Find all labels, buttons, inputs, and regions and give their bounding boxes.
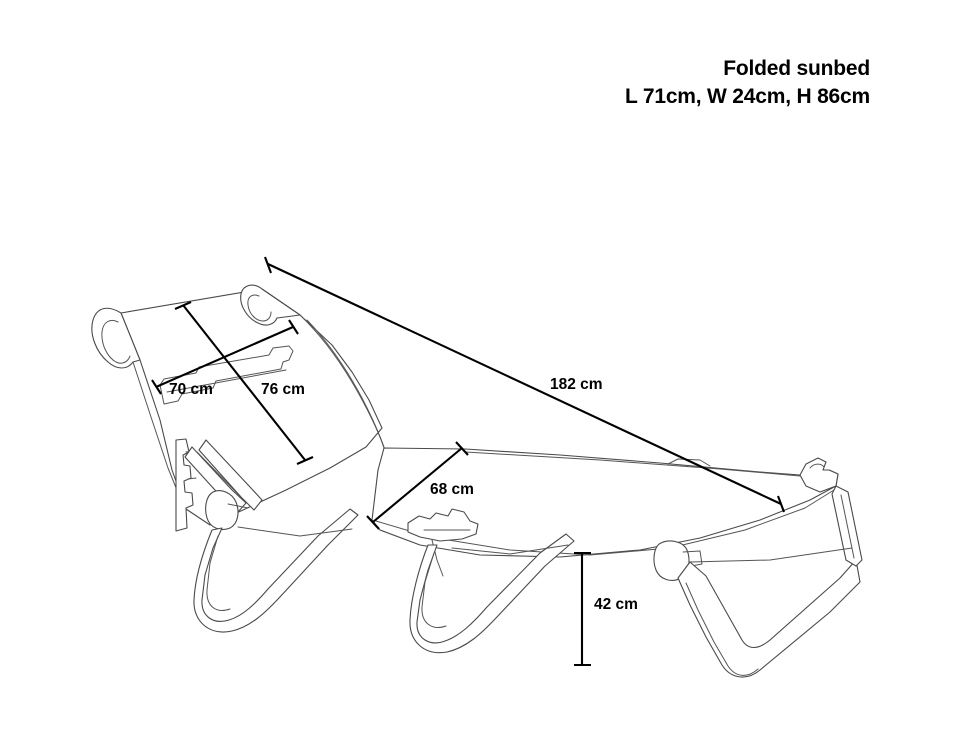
seat-rail-notch-mid (667, 458, 711, 467)
backrest-roll-right-inner (247, 294, 272, 322)
backrest-armrest-tube-inner (306, 319, 385, 448)
leg-right-inner-edge (685, 582, 759, 676)
seat-rear-rail (465, 451, 801, 477)
dimension-68cm-label: 68 cm (430, 481, 474, 498)
leg-left-inner-edge (206, 535, 231, 611)
dimension-backrest-length: 76 cm (174, 301, 314, 465)
dimension-182cm-line (267, 263, 782, 505)
dimension-182cm-tick-start (264, 256, 272, 274)
ratchet-notch-2 (187, 477, 197, 480)
backrest-pillow-seam (166, 369, 287, 393)
dimension-76cm-label: 76 cm (261, 381, 305, 398)
recliner-hinge-pin (227, 503, 249, 509)
leg-frame-middle (409, 533, 575, 654)
leg-left-tube (193, 508, 359, 633)
dimension-42cm-label: 42 cm (594, 596, 638, 613)
leg-left-cross-tie (237, 526, 353, 537)
dimension-68cm-tick-start (366, 515, 380, 530)
title-block: Folded sunbed L 71cm, W 24cm, H 86cm (625, 55, 870, 110)
title-line-product: Folded sunbed (723, 57, 870, 80)
knee-hinge-assembly (407, 508, 479, 577)
recliner-hinge-block (205, 490, 239, 531)
leg-frame-right (653, 485, 863, 678)
recliner-ratchet-bracket (175, 438, 263, 532)
leg-right-tube (677, 559, 861, 678)
leg-right-cross-tie (689, 547, 853, 563)
dimension-76cm-tick-start (174, 301, 192, 310)
dimension-68cm-tick-end (455, 441, 469, 456)
sunbed-illustration (91, 284, 863, 678)
leg-middle-cross-tie (451, 544, 569, 555)
ratchet-plate (175, 438, 194, 532)
dimension-seat-height: 42 cm (574, 551, 638, 667)
dimension-76cm-tick-end (296, 456, 314, 465)
footrest-corner-roll (799, 457, 839, 493)
dimension-182cm-tick-end (777, 495, 785, 513)
dimension-76cm-line (182, 304, 306, 461)
dimension-70cm-label: 70 cm (169, 381, 213, 398)
leg-frame-left (193, 508, 359, 633)
title-line-measurements: L 71cm, W 24cm, H 86cm (624, 84, 870, 108)
backrest-roll-left (91, 307, 141, 369)
dimension-68cm-line (372, 447, 463, 523)
recliner-strut-outer (198, 439, 263, 511)
dimension-70cm-tick-end (288, 319, 299, 335)
leg-right-post-edge (840, 494, 855, 559)
knee-hinge-bracket (407, 508, 479, 542)
backrest-roll-left-inner (101, 319, 131, 364)
dimension-182cm-label: 182 cm (550, 376, 603, 393)
leg-middle-inner-edge (421, 552, 447, 628)
dimension-seat-width: 68 cm (366, 441, 474, 530)
dimension-overall-length: 182 cm (264, 256, 785, 513)
dimension-70cm-tick-start (151, 379, 162, 395)
footrest-corner-roll-inner (809, 463, 825, 469)
leg-middle-tube (409, 533, 575, 654)
